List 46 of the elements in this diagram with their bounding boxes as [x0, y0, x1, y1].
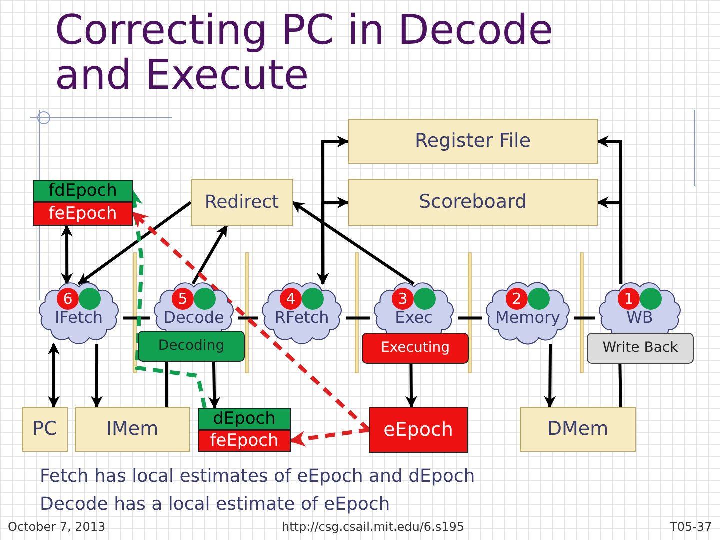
- arrow: [61, 224, 74, 286]
- arrow: [317, 196, 350, 286]
- stage-name: IFetch: [54, 309, 104, 327]
- memory-box: DMem: [520, 407, 636, 452]
- dashed-arrow: [289, 428, 370, 447]
- connector-line: [238, 316, 258, 320]
- arrow: [48, 342, 60, 408]
- connector-line: [346, 316, 370, 320]
- slide-title: Correcting PC in Decode and Execute: [55, 8, 555, 98]
- stage-name: Memory: [494, 309, 562, 327]
- arrow: [596, 196, 623, 284]
- stage-name: WB: [626, 309, 654, 327]
- memory-box: IMem: [75, 407, 190, 452]
- arrow: [90, 344, 103, 408]
- slide-number: T05-37: [670, 520, 712, 534]
- stage-status-box: Decoding: [138, 331, 245, 362]
- arrow: [405, 364, 418, 408]
- arrow: [544, 344, 556, 408]
- arrow: [78, 201, 192, 286]
- redirect-box: Redirect: [191, 179, 293, 226]
- pc-box: PC: [22, 407, 68, 452]
- connector-line: [618, 364, 622, 408]
- note-text: Fetch has local estimates of eEpoch and dEpoch: [40, 466, 476, 487]
- connector-line: [165, 362, 168, 407]
- epoch-register: eEpoch: [369, 407, 468, 453]
- stage-name: Decode: [162, 309, 226, 327]
- arrow: [192, 224, 228, 285]
- connector-line: [574, 316, 595, 320]
- epoch-register: feEpoch: [33, 202, 133, 226]
- stage-name: RFetch: [274, 309, 330, 327]
- connector-line: [458, 316, 482, 320]
- footer-date: October 7, 2013: [8, 520, 106, 534]
- stage-status-box: Executing: [362, 333, 469, 364]
- epoch-register: feEpoch: [198, 430, 291, 452]
- epoch-register: dEpoch: [198, 408, 291, 430]
- connector-line: [123, 316, 150, 320]
- arrow: [208, 362, 221, 410]
- epoch-register: fdEpoch: [33, 180, 133, 202]
- note-text: Decode has a local estimate of eEpoch: [40, 494, 390, 515]
- scoreboard-box: Scoreboard: [348, 179, 598, 226]
- stage-status-box: Write Back: [587, 333, 694, 364]
- register-file-box: Register File: [348, 119, 598, 164]
- stage-name: Exec: [394, 309, 434, 327]
- arrow: [292, 201, 415, 286]
- footer-url: http://csg.csail.mit.edu/6.s195: [282, 520, 465, 534]
- dashed-arrow: [132, 211, 370, 432]
